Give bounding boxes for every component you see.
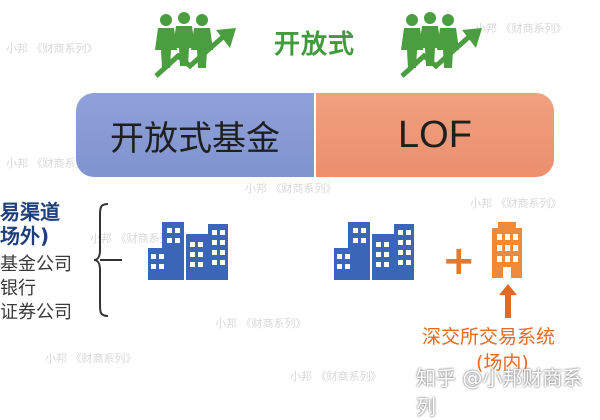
building-icon (334, 222, 414, 280)
watermark-small: 小邦 《财商系列》 (90, 232, 182, 245)
channel-title-line2: 场外) (0, 224, 50, 248)
up-arrow-icon (499, 284, 517, 318)
watermark-small: 小邦 《财商系列》 (215, 317, 307, 330)
left-brace-icon (94, 203, 122, 317)
watermark-small: 小邦 《财商系列》 (475, 22, 567, 35)
diagram-title: 开放式 (274, 30, 356, 60)
channel-item: 银行 (0, 278, 36, 299)
people-growth-icon (400, 12, 482, 78)
zhihu-watermark: 知乎 @小邦财商系列 (416, 366, 583, 419)
building-icon (148, 222, 228, 280)
watermark-small: 小邦 《财商系列》 (6, 157, 98, 170)
watermark-small: 小邦 《财商系列》 (45, 352, 137, 365)
exchange-label-line2: (场内) (476, 352, 529, 374)
lof-label: LOF (398, 113, 472, 156)
watermark-small: 小邦 《财商系列》 (470, 197, 562, 210)
open-end-fund-label: 开放式基金 (110, 118, 280, 159)
single-building-icon (492, 222, 522, 278)
channel-title-line1: 易渠道 (0, 200, 60, 224)
exchange-label-line1: 深交所交易系统 (422, 326, 556, 348)
lof-box: LOF (316, 93, 554, 177)
watermark-small: 小邦 《财商系列》 (245, 182, 337, 195)
watermark-small: 小邦 《财商系列》 (6, 42, 98, 55)
people-growth-icon (154, 12, 236, 78)
channel-item: 证券公司 (0, 302, 72, 323)
plus-icon: + (442, 238, 476, 284)
channel-item: 基金公司 (0, 254, 72, 275)
watermark-small: 小邦 《财商系列》 (290, 370, 382, 383)
open-end-fund-box: 开放式基金 (76, 93, 314, 177)
